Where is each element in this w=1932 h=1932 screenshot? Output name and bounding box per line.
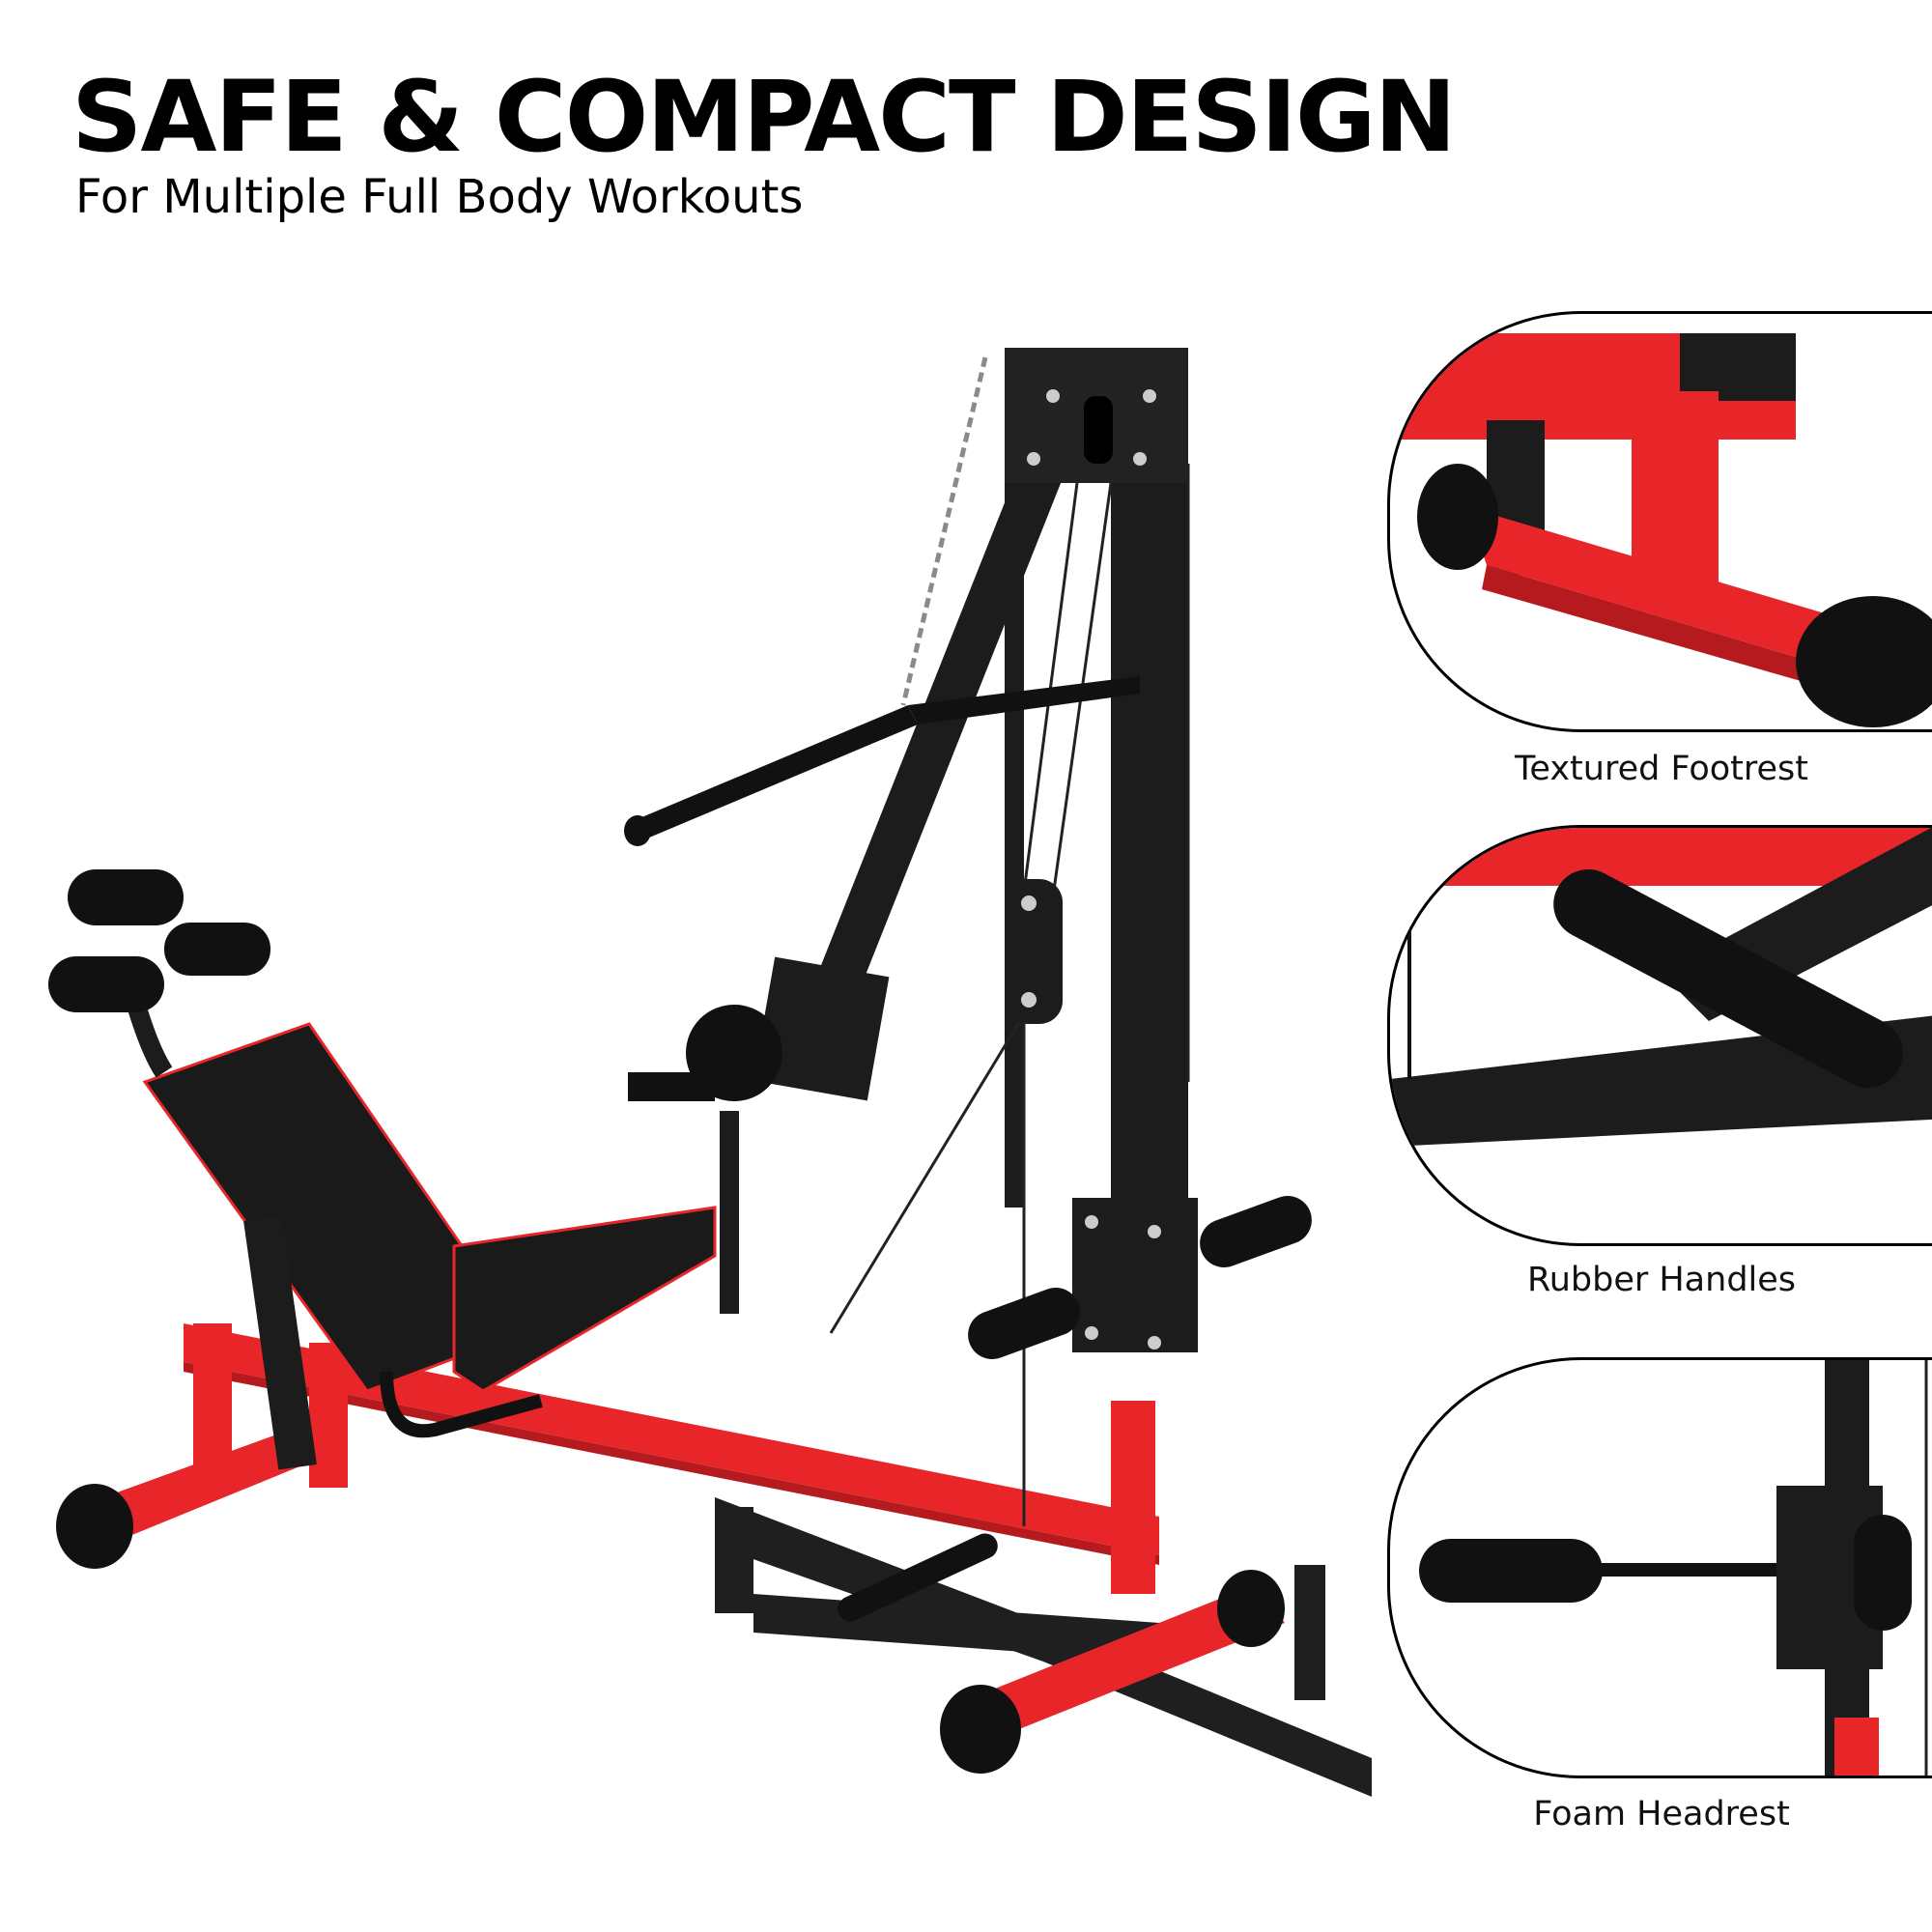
callout-textured-footrest xyxy=(1387,311,1932,732)
caption-foam-headrest: Foam Headrest xyxy=(1533,1795,1790,1833)
weight-bench-illustration xyxy=(48,348,1372,1797)
callout-rubber-handles xyxy=(1387,825,1932,1246)
caption-rubber-handles: Rubber Handles xyxy=(1526,1261,1797,1299)
caption-textured-footrest: Textured Footrest xyxy=(1514,750,1808,788)
handles-detail-image xyxy=(1390,828,1932,1147)
subheadline: For Multiple Full Body Workouts xyxy=(75,170,804,224)
footrest-detail-image xyxy=(1390,333,1932,727)
callout-foam-headrest xyxy=(1387,1357,1932,1778)
headline: SAFE & COMPACT DESIGN xyxy=(71,60,1457,175)
headrest-detail-image xyxy=(1419,1360,1928,1776)
